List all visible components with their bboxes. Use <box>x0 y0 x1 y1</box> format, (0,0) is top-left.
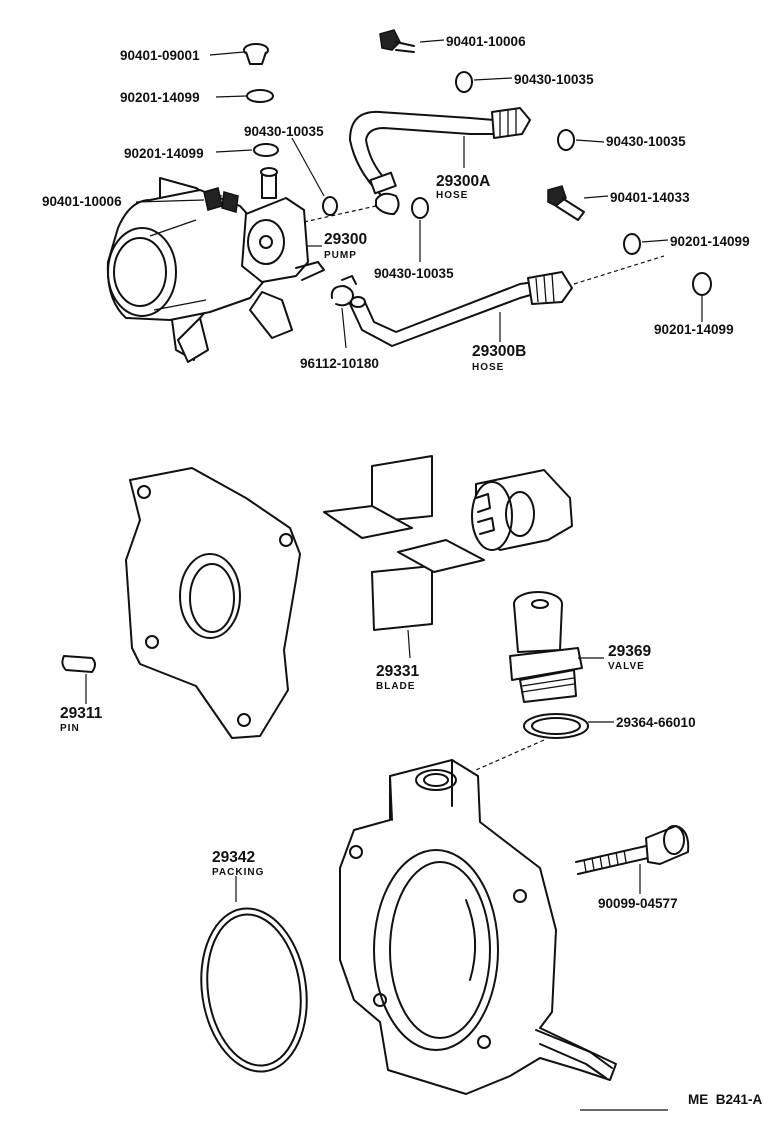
label-pump: PUMP <box>324 250 357 261</box>
label-29369: 29369 <box>608 643 651 660</box>
label-90430-10035-c: 90430-10035 <box>514 72 594 87</box>
pin-29311 <box>61 655 96 704</box>
label-90099-04577: 90099-04577 <box>598 896 678 911</box>
label-90430-10035-a: 90430-10035 <box>244 124 324 139</box>
label-hose-a: HOSE <box>436 190 468 201</box>
label-29331: 29331 <box>376 663 419 680</box>
leader-lines-top <box>135 39 703 349</box>
hose-29300B <box>349 271 573 347</box>
valve-29369 <box>509 591 583 703</box>
plug-90401-09001 <box>243 43 269 65</box>
label-29342: 29342 <box>212 849 255 866</box>
gasket-90430-10035-b <box>411 197 429 219</box>
alignment-line <box>475 739 545 771</box>
label-29364-66010: 29364-66010 <box>616 715 696 730</box>
gasket-90430-10035-d <box>557 129 575 151</box>
label-96112-10180: 96112-10180 <box>300 356 379 371</box>
label-90201-14099-c: 90201-14099 <box>670 234 750 249</box>
hose-29300A <box>349 107 531 215</box>
alternator-assembly <box>106 177 293 363</box>
label-29300: 29300 <box>324 231 367 248</box>
label-90430-10035-d: 90430-10035 <box>606 134 686 149</box>
label-90401-09001: 90401-09001 <box>120 48 200 63</box>
label-90201-14099-b: 90201-14099 <box>124 146 204 161</box>
bolt-90099-04577 <box>575 825 690 894</box>
diagram-code: ME B241-A <box>688 1092 763 1107</box>
label-90401-14033: 90401-14033 <box>610 190 690 205</box>
label-pin: PIN <box>60 723 80 734</box>
label-90401-10006-a: 90401-10006 <box>42 194 122 209</box>
vacuum-pump <box>207 167 325 283</box>
label-29311: 29311 <box>60 705 103 722</box>
label-90201-14099-d: 90201-14099 <box>654 322 734 337</box>
blades-29331 <box>323 455 485 659</box>
union-bolt-90401-10006-a <box>203 187 223 211</box>
label-hose-b: HOSE <box>472 362 504 373</box>
gasket-90201-14099-c <box>623 233 641 255</box>
rotor <box>471 469 573 551</box>
union-bolt-90401-10006-b <box>379 29 415 53</box>
label-29300B: 29300B <box>472 343 526 360</box>
label-90430-10035-b: 90430-10035 <box>374 266 454 281</box>
gasket-29364-66010 <box>523 713 589 739</box>
label-29300A: 29300A <box>436 173 490 190</box>
label-90401-10006-b: 90401-10006 <box>446 34 526 49</box>
packing-29342 <box>200 876 308 1073</box>
gasket-90201-14099-a <box>246 89 274 103</box>
clip-96112-10180 <box>330 275 357 307</box>
label-90201-14099-a: 90201-14099 <box>120 90 200 105</box>
alignment-line <box>573 255 665 285</box>
gasket-90430-10035-a <box>322 196 338 216</box>
alignment-line <box>303 205 377 223</box>
label-blade: BLADE <box>376 681 415 692</box>
gasket-90201-14099-d <box>692 272 712 296</box>
label-packing: PACKING <box>212 867 264 878</box>
label-valve: VALVE <box>608 661 645 672</box>
pump-housing <box>339 759 617 1095</box>
gasket-90201-14099-b <box>253 143 279 157</box>
callout-labels: 90401-09001 90201-14099 90430-10035 9020… <box>42 34 763 1107</box>
union-bolt-90401-14033 <box>547 185 585 221</box>
rear-plate <box>125 467 301 739</box>
gasket-90430-10035-c <box>455 71 473 93</box>
